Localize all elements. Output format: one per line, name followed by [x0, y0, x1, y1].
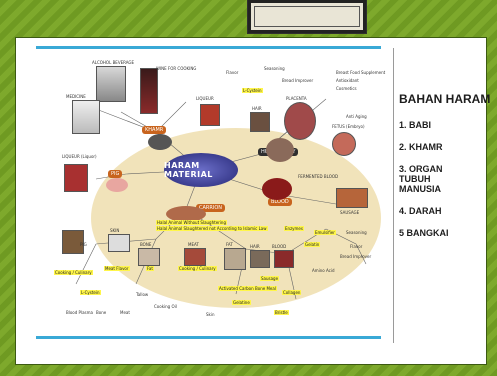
label-bone2: BONE [140, 242, 152, 247]
khamr-photo [148, 134, 172, 150]
label-fetus: FETUS (Embryo) [332, 124, 365, 129]
bottom-divider [36, 336, 381, 339]
pig-photo [106, 178, 128, 192]
label-liqueur2: LIQUEUR (Liquor) [62, 154, 97, 159]
liqueur-photo [200, 104, 220, 126]
center-node: HARAM MATERIAL [164, 153, 238, 187]
liqueur2-photo [64, 164, 88, 192]
label-emulsifier: Emulsifier [314, 230, 336, 235]
list-item-bangkai: 5 BANGKAI [399, 228, 449, 238]
hair-photo [250, 112, 270, 132]
label-bread: Bread Improver [282, 78, 314, 83]
label-l-cystein: L-Cystein [242, 88, 263, 93]
fat-photo [224, 248, 246, 270]
label-l-cystein2: L-Cystein [80, 290, 101, 295]
label-cooking: Cooking / Culinary [54, 270, 93, 275]
label-sausage2: Sausage [260, 276, 280, 281]
vertical-divider [393, 48, 394, 343]
category-carrion: CARRION [196, 204, 226, 212]
label-blood2: BLOOD [272, 244, 287, 249]
label-bone-small: Bone [96, 310, 107, 315]
label-tallow: Tallow [136, 292, 149, 297]
label-bone-meal: Bone Meal [254, 286, 277, 291]
list-item-darah: 4. DARAH [399, 206, 442, 216]
label-flavor2: Flavor [350, 244, 363, 249]
label-animal1: Halal Animal Without Slaughtering [156, 220, 227, 225]
label-seasoning2: Seasoning [346, 230, 367, 235]
wine-photo [140, 68, 158, 114]
hair2-photo [250, 250, 270, 268]
label-flavor: Flavor [226, 70, 239, 75]
label-liqueur: LIQUEUR [196, 96, 214, 101]
label-hair2: HAIR [250, 244, 260, 249]
blood2-photo [274, 250, 294, 268]
label-fat: Fat [146, 266, 154, 271]
label-fat2: FAT [226, 242, 233, 247]
label-meat-flavor: Meat Flavor [104, 266, 130, 271]
slide-text-panel: BAHAN HARAM 1. BABI 2. KHAMR 3. ORGAN TU… [399, 92, 494, 250]
label-amino: Amino Acid [312, 268, 335, 273]
label-skin-small: Skin [206, 312, 215, 317]
label-bread2: Bread Improver [340, 254, 372, 259]
top-divider [36, 46, 381, 49]
blood-photo [262, 178, 292, 200]
fetus-photo [332, 132, 356, 156]
human-body-photo [266, 138, 294, 162]
label-collagen: Collagen [282, 290, 302, 295]
bone-photo [138, 248, 160, 266]
category-khamr: KHAMR [142, 126, 167, 134]
label-blood-plasma: Blood Plasma [66, 310, 93, 315]
label-pig: PIG [80, 242, 87, 247]
skin-photo [108, 234, 130, 252]
label-gelatin: Gelatin [304, 242, 321, 247]
alcohol-photo [96, 66, 126, 102]
label-animal2: Halal Animal Slaughtered not According t… [156, 226, 268, 231]
meat-photo [184, 248, 206, 266]
label-breast: Breast Food Supplement [336, 70, 386, 75]
label-wine: WINE FOR COOKING [156, 66, 197, 71]
label-gelatine2: Gelatine [232, 300, 251, 305]
label-antioxidant: Antioxidant [336, 78, 359, 83]
slide-title-tab [247, 0, 367, 34]
category-pig: PIG [108, 170, 123, 178]
medicine-photo [72, 100, 100, 134]
label-cooking2: Cooking / Culinary [178, 266, 217, 271]
list-item-khamr: 2. KHAMR [399, 142, 443, 152]
label-meat2: MEAT [188, 242, 199, 247]
placenta-photo [284, 102, 316, 140]
sausage-photo [336, 188, 368, 208]
label-meat-small: Meat [120, 310, 130, 315]
haram-material-diagram: ALCOHOL BEVERAGE WINE FOR COOKING LIQUEU… [36, 54, 385, 332]
label-sausage: SAUSAGE [340, 210, 360, 215]
label-placenta: PLACENTA [286, 96, 307, 101]
label-hair: HAIR [252, 106, 262, 111]
label-activated: Activated Carbon [218, 286, 255, 291]
list-item-babi: 1. BABI [399, 120, 432, 130]
label-cooking-oil: Cooking Oil [154, 304, 177, 309]
pig-bone-photo [62, 230, 84, 254]
category-blood: BLOOD [268, 198, 292, 206]
label-medicine: MEDICINE [66, 94, 86, 99]
label-enzymes: Enzymes [284, 226, 304, 231]
label-cosmetics: Cosmetics [336, 86, 357, 91]
diagram-ellipse [91, 128, 381, 308]
label-anti-aging: Anti Aging [346, 114, 367, 119]
carrion-photo [166, 206, 206, 222]
list-item-organ: 3. ORGAN TUBUH MANUSIA [399, 164, 443, 194]
label-seasoning: Seasoning [264, 66, 285, 71]
label-fermented: FERMENTED BLOOD [298, 174, 339, 179]
slide-heading: BAHAN HARAM [399, 92, 491, 106]
label-bristle: Bristle [274, 310, 289, 315]
label-skin2: SKIN [110, 228, 120, 233]
label-alcohol: ALCOHOL BEVERAGE [92, 60, 135, 65]
